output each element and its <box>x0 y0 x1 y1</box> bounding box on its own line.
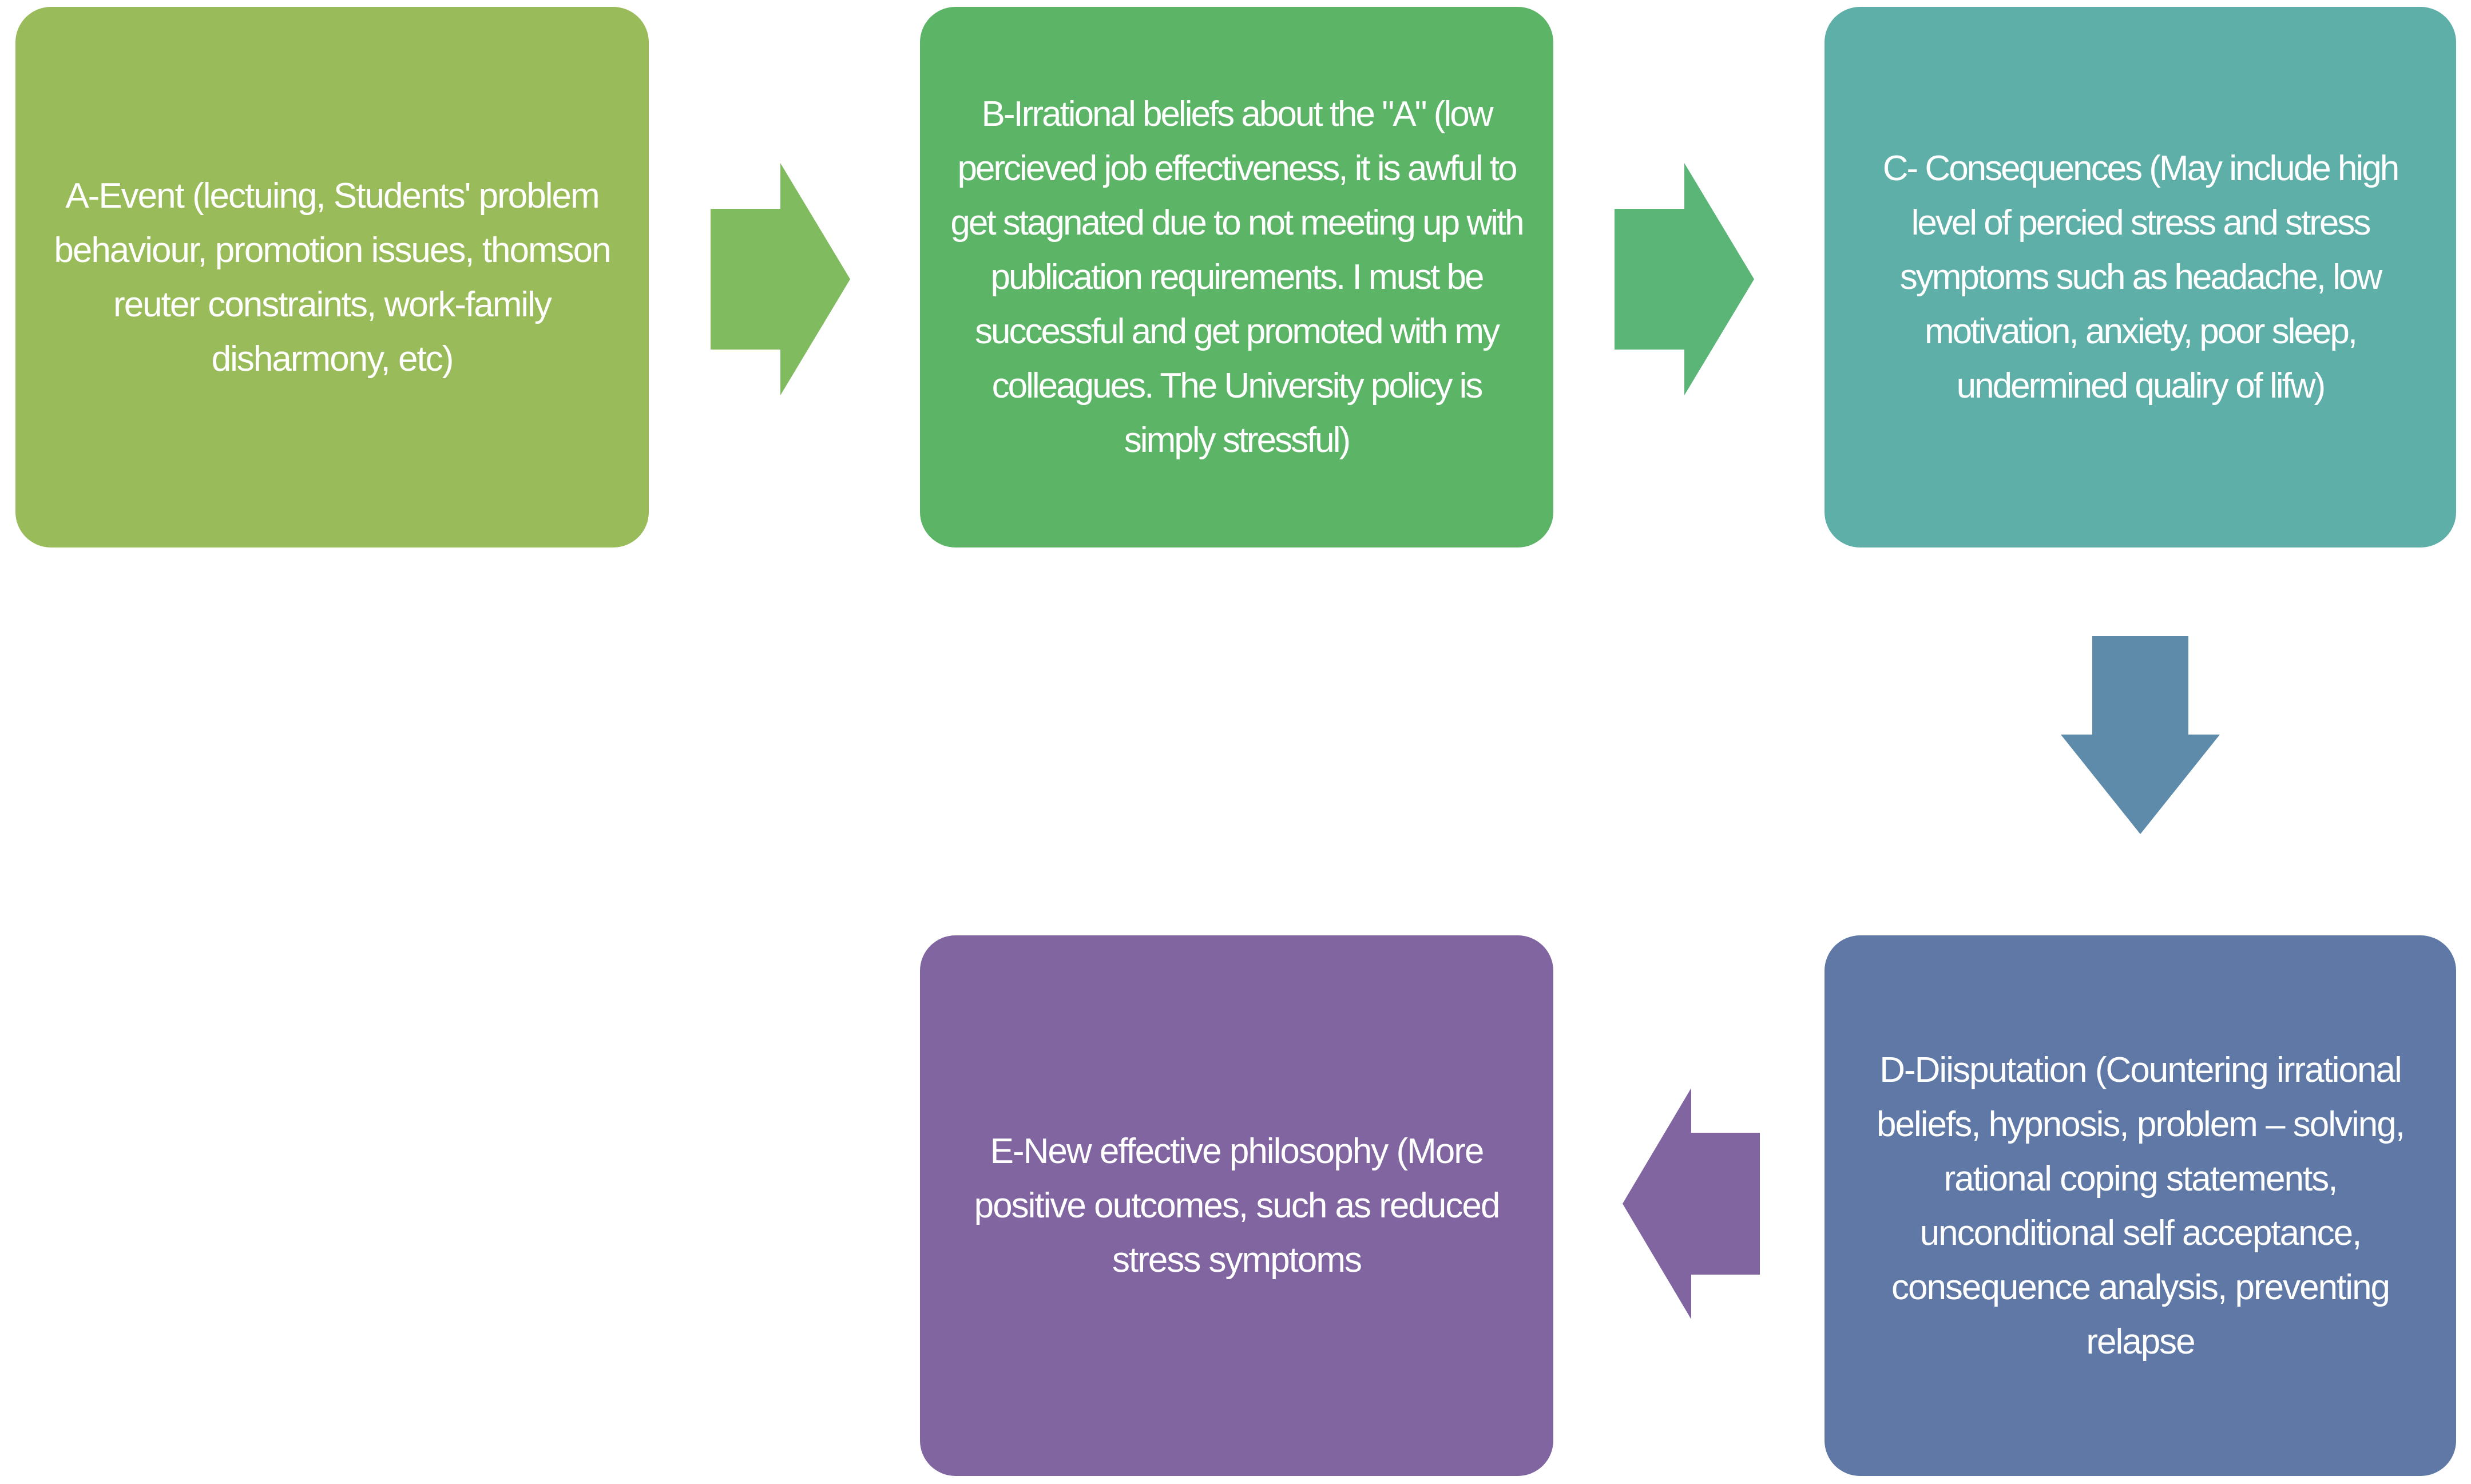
arrow-down-c-to-d <box>2061 636 2220 834</box>
box-b-text: B-Irrational beliefs about the "A" (low … <box>950 94 1524 460</box>
box-d-text: D-Diisputation (Countering irrational be… <box>1877 1050 2405 1362</box>
arrow-right-a-to-b-shape <box>711 163 850 395</box>
arrow-left-d-to-e <box>1623 1088 1760 1319</box>
arrow-right-b-to-c-shape <box>1615 163 1754 395</box>
arrow-right-a-to-b <box>711 163 850 395</box>
box-d-disputation: D-Diisputation (Countering irrational be… <box>1825 935 2456 1476</box>
arrow-down-c-to-d-shape <box>2061 636 2220 834</box>
box-c-consequences: C- Consequences (May include high level … <box>1825 7 2456 547</box>
box-e-new-philosophy: E-New effective philosophy (More positiv… <box>920 935 1553 1476</box>
arrow-right-b-to-c <box>1615 163 1754 395</box>
box-b-irrational-beliefs: B-Irrational beliefs about the "A" (low … <box>920 7 1553 547</box>
box-c-text: C- Consequences (May include high level … <box>1882 149 2399 406</box>
box-a-text: A-Event (lectuing, Students' problem beh… <box>54 176 611 379</box>
box-e-text: E-New effective philosophy (More positiv… <box>974 1132 1501 1280</box>
box-a-event: A-Event (lectuing, Students' problem beh… <box>15 7 649 547</box>
arrow-left-d-to-e-shape <box>1623 1088 1760 1319</box>
